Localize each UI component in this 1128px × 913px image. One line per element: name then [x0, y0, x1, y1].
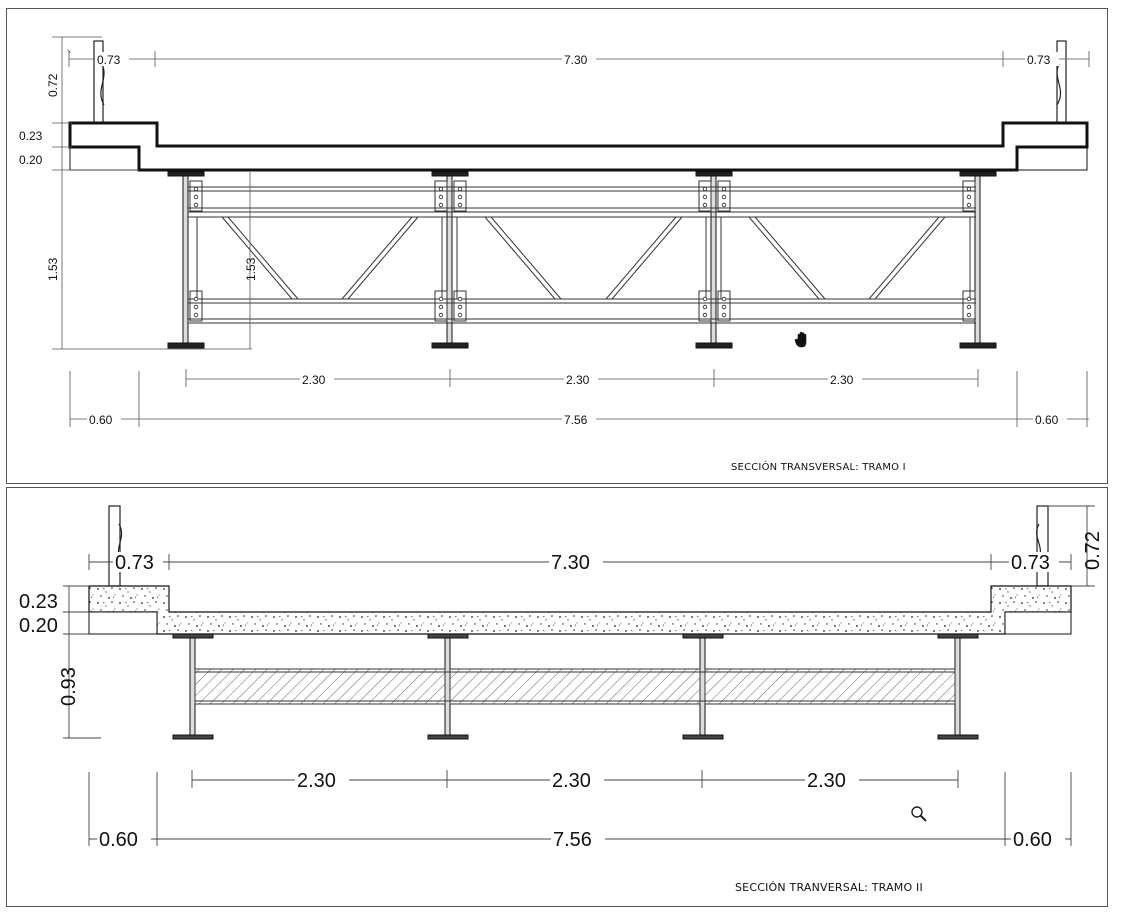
section-drawing-tramo-1: 0.73 7.30 0.73 0.72 0.23 0.20 1.53 1.53 …: [19, 36, 1090, 427]
section-caption-tramo-1: SECCIÓN TRANSVERSAL: TRAMO I: [731, 462, 906, 473]
section-panel-tramo-2: 0.73 7.30 0.73 0.72 0.23 0.20 0.93 2.30 …: [6, 487, 1108, 907]
dim-overhang-left: 0.60: [89, 413, 113, 427]
section-panel-tramo-1: 0.73 7.30 0.73 0.72 0.23 0.20 1.53 1.53 …: [6, 8, 1108, 484]
steel-girders: [167, 171, 997, 349]
dim-spacing-3: 2.30: [830, 373, 854, 387]
dim-curb: 0.23: [19, 591, 58, 613]
dim-spacing-3: 2.30: [807, 770, 846, 792]
deck-slab: [88, 585, 1072, 635]
dim-rail-left: 0.73: [115, 552, 154, 574]
magnifier-icon[interactable]: [911, 806, 927, 822]
dim-spacing-1: 2.30: [297, 770, 336, 792]
section-caption-tramo-2: SECCIÓN TRANVERSAL: TRAMO II: [735, 881, 923, 894]
dim-rail-left: 0.73: [97, 53, 121, 67]
dim-rail-height: 0.72: [1082, 531, 1104, 570]
dimension-labels: 0.73 7.30 0.73 0.72 0.23 0.20 0.93 2.30 …: [19, 531, 1104, 851]
dim-girder-height-inner: 1.53: [244, 257, 258, 281]
deck-slab: [68, 121, 1089, 172]
dim-slab: 0.20: [19, 615, 58, 637]
dim-roadway: 7.30: [551, 552, 590, 574]
dim-girder-height: 1.53: [46, 257, 60, 281]
cross-frames: [188, 180, 976, 324]
dim-spacing-1: 2.30: [302, 373, 326, 387]
dim-overhang-right: 0.60: [1013, 829, 1052, 851]
diaphragms: [194, 668, 956, 705]
dim-girder-height: 0.93: [58, 667, 80, 706]
dim-curb: 0.23: [19, 129, 43, 143]
dimension-lines: [52, 36, 1090, 427]
dim-overhang-left: 0.60: [99, 829, 138, 851]
steel-girders: [172, 633, 979, 740]
section-drawing-tramo-2: 0.73 7.30 0.73 0.72 0.23 0.20 0.93 2.30 …: [19, 505, 1104, 851]
dim-rail-height: 0.72: [46, 73, 60, 97]
dimension-labels: 0.73 7.30 0.73 0.72 0.23 0.20 1.53 1.53 …: [19, 52, 1067, 427]
dim-roadway: 7.30: [564, 53, 588, 67]
railing-post-right: [1036, 505, 1049, 587]
dim-spacing-2: 2.30: [566, 373, 590, 387]
dim-slab: 0.20: [19, 153, 43, 167]
dim-overhang-right: 0.60: [1035, 413, 1059, 427]
dim-rail-right: 0.73: [1027, 53, 1051, 67]
railing-post-left: [108, 505, 123, 587]
dim-spacing-2: 2.30: [552, 770, 591, 792]
hand-pan-icon[interactable]: [794, 331, 807, 348]
bolts: [193, 186, 972, 318]
dim-rail-right: 0.73: [1011, 552, 1050, 574]
dim-total: 7.56: [553, 829, 592, 851]
dim-total: 7.56: [564, 413, 588, 427]
